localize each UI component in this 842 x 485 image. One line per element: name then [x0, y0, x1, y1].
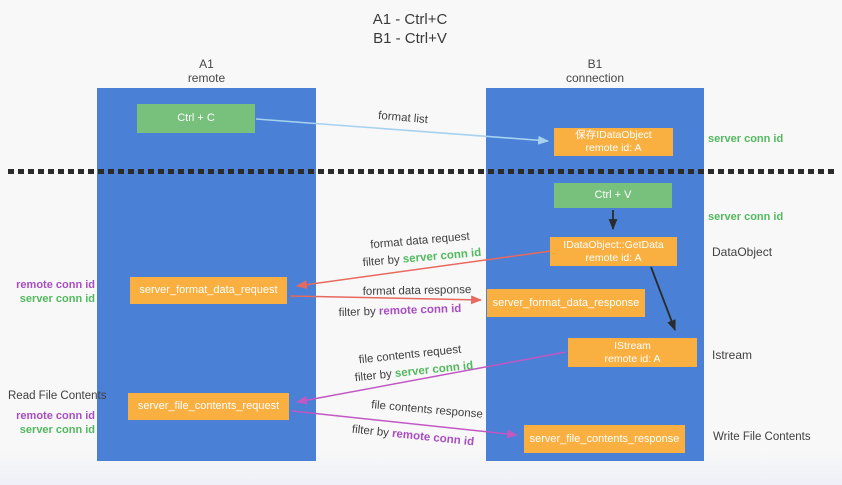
server-format-data-request-label: server_format_data_request: [139, 284, 278, 296]
remote-conn-id-left-mid: remote conn id: [16, 279, 95, 291]
server-file-contents-response-label: server_file_contents_response: [529, 432, 680, 445]
server-file-contents-request-node: server_file_contents_request: [128, 393, 289, 420]
lane-header-a1: A1 remote: [97, 57, 316, 85]
lane-b1-name: B1: [587, 57, 603, 71]
session-divider-dotted-line: [8, 169, 836, 174]
left-bottom-conn-id-stack: remote conn id server conn id: [14, 409, 95, 437]
read-file-contents-label: Read File Contents: [8, 390, 107, 402]
server-format-data-response-label: server_format_data_response: [492, 296, 640, 309]
format-data-response-arrow: [289, 295, 483, 305]
format-data-response-label: format data response: [362, 284, 472, 298]
lane-header-b1: B1 connection: [486, 57, 704, 85]
remote-conn-id-left-bottom: remote conn id: [16, 410, 95, 422]
format-data-request-arrow: [295, 250, 552, 290]
server-conn-id-left-mid: server conn id: [19, 293, 95, 305]
getdata-line1: IDataObject::GetData: [563, 238, 664, 251]
getdata-line2: remote id: A: [585, 251, 642, 264]
server-conn-id-right-mid: server conn id: [708, 211, 784, 223]
istream-line2: remote id: A: [604, 352, 661, 365]
idataobject-getdata-node: IDataObject::GetData remote id: A: [550, 237, 677, 266]
title-line-1: A1 - Ctrl+C: [372, 11, 448, 28]
server-file-contents-response-node: server_file_contents_response: [524, 425, 685, 453]
lane-a1-name: A1: [199, 57, 214, 71]
ctrl-c-label: Ctrl + C: [177, 112, 215, 124]
format-list-arrow: [255, 118, 550, 145]
save-idataobject-line1: 保存IDataObject: [575, 129, 652, 141]
page-title: A1 - Ctrl+C B1 - Ctrl+V: [0, 10, 820, 48]
title-line-2: B1 - Ctrl+V: [373, 30, 447, 47]
dataobject-label: DataObject: [712, 245, 773, 259]
ctrl-v-node: Ctrl + V: [554, 183, 672, 208]
save-idataobject-node: 保存IDataObject remote id: A: [554, 128, 673, 156]
server-format-data-response-node: server_format_data_response: [487, 289, 645, 317]
left-mid-conn-id-stack: remote conn id server conn id: [14, 278, 95, 306]
istream-node: IStream remote id: A: [568, 338, 697, 367]
getdata-to-istream-arrow: [650, 266, 676, 332]
ctrl-c-node: Ctrl + C: [137, 104, 255, 133]
server-conn-id-right-top: server conn id: [708, 133, 784, 145]
file-contents-request-arrow: [295, 351, 567, 405]
lane-b1-role: connection: [565, 71, 625, 85]
server-file-contents-request-label: server_file_contents_request: [137, 400, 280, 412]
server-conn-id-left-bottom: server conn id: [19, 424, 95, 436]
save-idataobject-line2: remote id: A: [585, 142, 642, 154]
write-file-contents-label: Write File Contents: [713, 431, 811, 443]
server-format-data-request-node: server_format_data_request: [130, 277, 287, 304]
file-contents-response-arrow: [291, 410, 519, 439]
lane-a1-role: remote: [187, 71, 226, 85]
ctrl-v-label: Ctrl + V: [594, 189, 632, 201]
istream-side-label: Istream: [712, 348, 753, 362]
filter-by-text-2: filter by: [338, 305, 376, 320]
istream-line1: IStream: [614, 339, 651, 352]
